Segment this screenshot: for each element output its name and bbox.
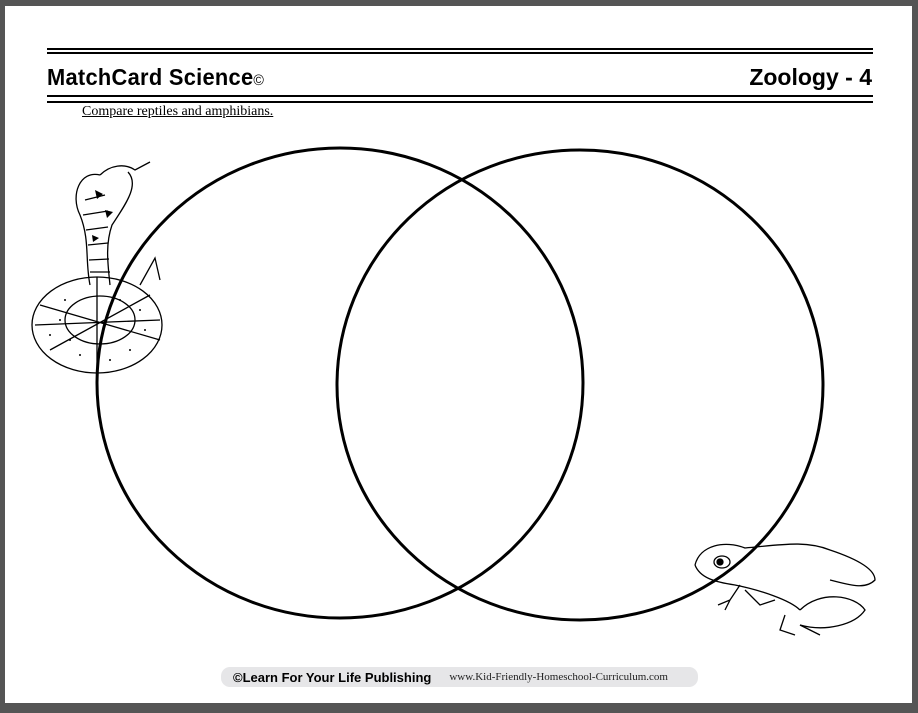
header-bottom-rule xyxy=(47,95,873,97)
copyright-mark: © xyxy=(253,72,265,89)
header-bottom-rule-inner xyxy=(47,101,873,103)
footer-banner: ©Learn For Your Life Publishing www.Kid-… xyxy=(221,667,698,687)
worksheet-title: MatchCard Science© xyxy=(47,64,264,91)
top-rule xyxy=(47,48,873,50)
instructions: Compare reptiles and amphibians. xyxy=(82,104,274,119)
publisher: ©Learn For Your Life Publishing xyxy=(233,669,432,685)
title-text: MatchCard Science xyxy=(47,64,254,90)
website-url[interactable]: www.Kid-Friendly-Homeschool-Curriculum.c… xyxy=(449,671,668,683)
top-rule-inner xyxy=(47,52,873,54)
venn-circle-right xyxy=(335,148,825,622)
snake-icon xyxy=(31,161,163,374)
worksheet-code: Zoology - 4 xyxy=(749,64,872,90)
frog-icon xyxy=(694,543,876,636)
venn-circle-left xyxy=(95,146,585,620)
